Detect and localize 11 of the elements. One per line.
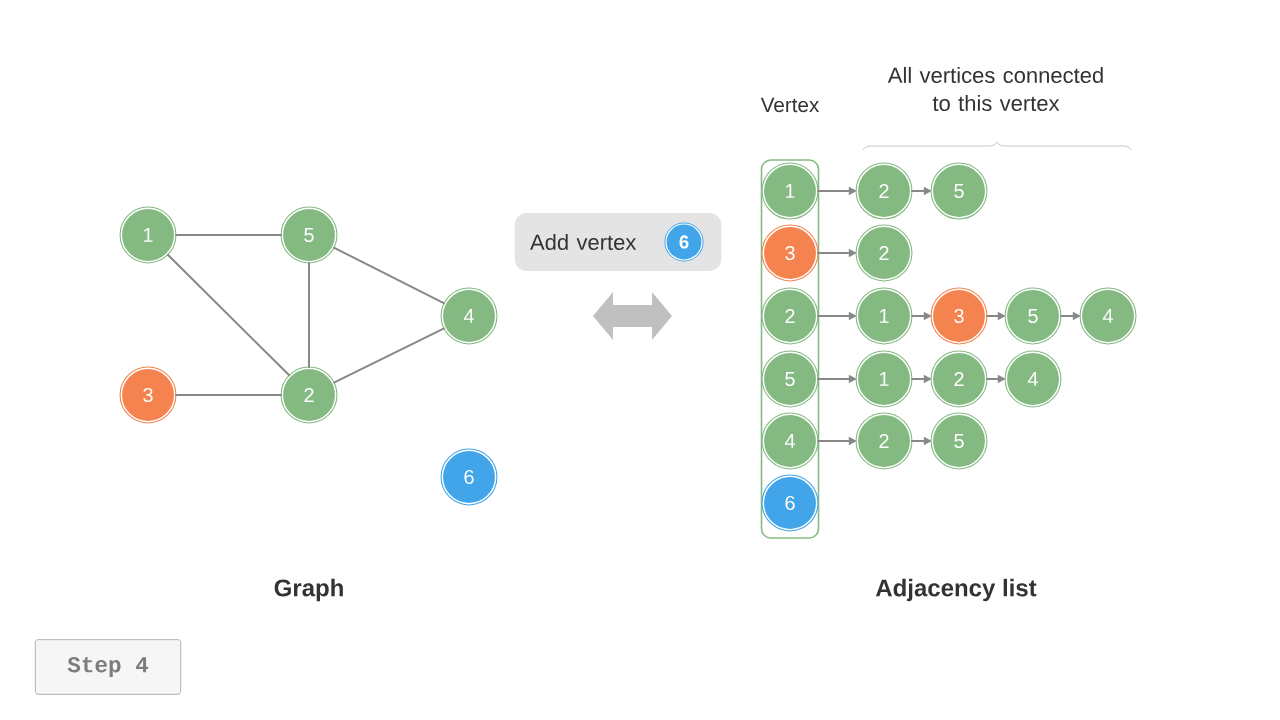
step-box: Step 4 — [34, 639, 182, 695]
edge-line — [332, 327, 446, 384]
edge-line — [332, 246, 446, 305]
edge-line — [308, 261, 310, 369]
edge-line — [174, 234, 283, 236]
node-label: Vertex — [760, 97, 820, 113]
edge-line — [166, 253, 291, 377]
panel-title: Graph — [274, 578, 343, 602]
edge-line — [174, 394, 283, 396]
caption-text: All vertices connected to this vertex — [887, 66, 1103, 112]
panel-title: Adjacency list — [875, 578, 1037, 602]
